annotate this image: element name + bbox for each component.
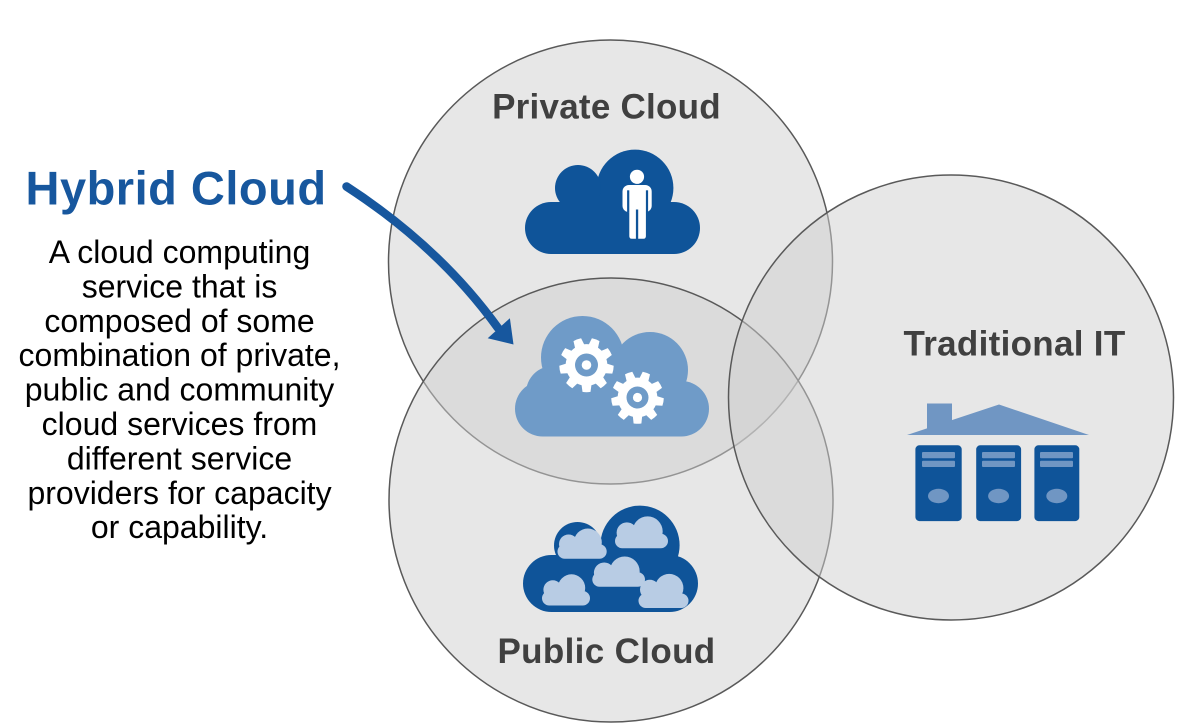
svg-text:or capability.: or capability. [91,509,268,545]
svg-text:service that is: service that is [82,268,278,304]
svg-text:Hybrid Cloud: Hybrid Cloud [26,162,327,215]
svg-text:Private Cloud: Private Cloud [492,88,721,127]
svg-text:providers for capacity: providers for capacity [27,475,331,511]
svg-text:Traditional IT: Traditional IT [904,325,1126,364]
svg-text:cloud services from: cloud services from [42,406,318,442]
svg-text:different service: different service [67,440,292,476]
svg-text:composed of some: composed of some [44,303,314,339]
svg-text:public and community: public and community [25,372,334,408]
svg-text:A cloud computing: A cloud computing [49,234,311,270]
svg-text:Public Cloud: Public Cloud [497,632,715,671]
svg-text:combination of private,: combination of private, [19,337,341,373]
